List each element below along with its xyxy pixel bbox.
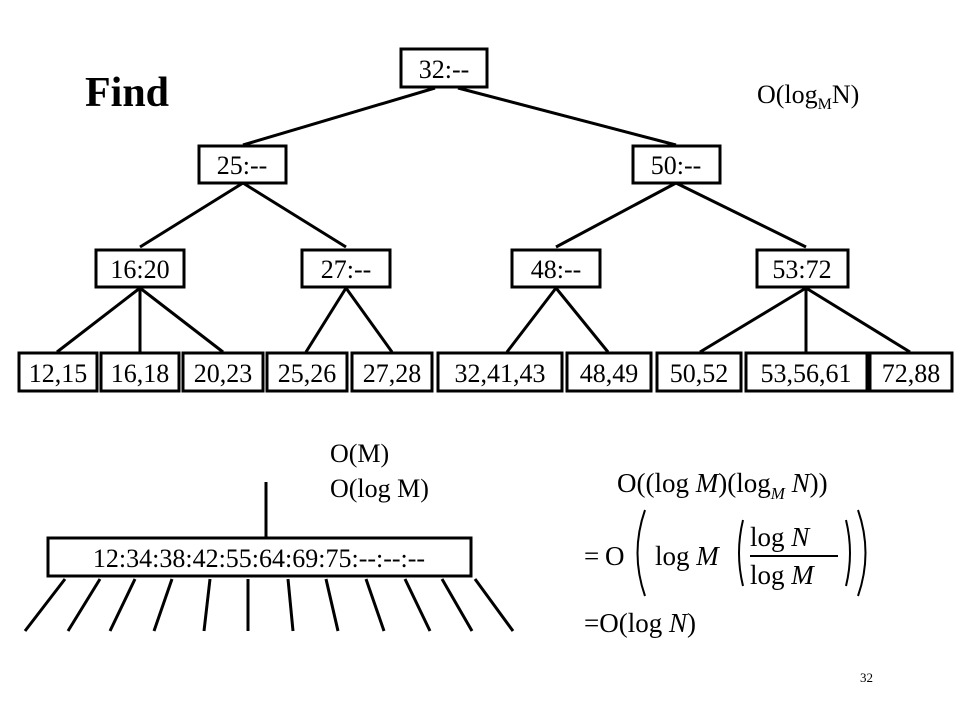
node-box	[510, 248, 602, 289]
node-box	[755, 248, 850, 289]
child-pointer	[403, 578, 432, 632]
derivation-line-2-o: O	[605, 541, 625, 571]
tree-node-root: 32:--	[399, 47, 489, 89]
child-pointers	[23, 578, 515, 632]
child-pointer	[286, 578, 295, 632]
leaf-box	[655, 351, 743, 393]
child-pointer	[440, 578, 474, 632]
leaf-label: 48,49	[580, 359, 639, 388]
mid-left-paren	[738, 519, 744, 587]
fraction-denominator: log M	[750, 560, 815, 590]
child-pointer	[108, 578, 137, 632]
node-label: 53:72	[772, 255, 831, 284]
child-pointer	[23, 578, 67, 632]
leaf-box	[17, 351, 99, 393]
edge	[242, 86, 436, 147]
leaf-label: 32,41,43	[455, 359, 546, 388]
fraction-numerator: log N	[750, 522, 811, 552]
big-left-paren	[636, 509, 646, 597]
leaf-box	[181, 351, 265, 393]
derivation-line-2-log: log M	[655, 541, 720, 571]
derivation-line-3: =O(log N)	[584, 608, 696, 638]
leaf-label: 20,23	[194, 359, 253, 388]
edge	[675, 181, 807, 249]
edge	[56, 286, 141, 354]
complexity-log-label: O(log M)	[330, 474, 429, 503]
edge	[139, 181, 244, 249]
tree-edges	[56, 86, 911, 354]
child-pointer	[473, 578, 515, 632]
node-box	[197, 144, 288, 185]
wide-node-keys: 12:34:38:42:55:64:69:75:--:--:--	[93, 544, 425, 573]
leaf-box	[744, 351, 869, 393]
child-pointer	[324, 578, 340, 632]
edge	[505, 287, 558, 353]
wide-node: 12:34:38:42:55:64:69:75:--:--:--	[46, 536, 473, 578]
edge	[554, 287, 610, 353]
wide-node-box	[46, 536, 473, 578]
leaf-label: 25,26	[278, 359, 337, 388]
complexity-linear-label: O(M)	[330, 439, 389, 468]
child-pointer	[364, 578, 386, 632]
derivation-line-2-eq: =	[584, 541, 599, 571]
edge	[139, 286, 224, 354]
child-pointer	[202, 578, 212, 632]
leaf-label: 72,88	[882, 359, 941, 388]
edge	[242, 181, 347, 249]
node-label: 32:--	[419, 55, 470, 84]
tree-node-level2: 16:20 27:-- 48:-- 53:72	[94, 248, 850, 289]
leaf-label: 50,52	[670, 359, 729, 388]
edge	[457, 86, 677, 147]
child-pointer	[152, 578, 174, 632]
leaf-box	[868, 351, 954, 393]
big-right-paren	[857, 509, 867, 597]
leaf-label: 53,56,61	[761, 359, 852, 388]
leaf-box	[99, 351, 181, 393]
edge	[805, 286, 911, 354]
node-box	[94, 248, 186, 289]
edge	[304, 287, 348, 353]
derivation: O((log M)(logM N)) = O log M log N log M…	[584, 468, 867, 638]
leaf-box	[350, 351, 434, 393]
tree-leaves: 12,15 16,18 20,23 25,26 27,28 32,41,43 4…	[17, 351, 954, 393]
page-number: 32	[860, 670, 873, 685]
derivation-line-1: O((log M)(logM N))	[617, 468, 828, 505]
edge	[344, 287, 394, 353]
node-label: 48:--	[531, 255, 582, 284]
child-pointer	[66, 578, 102, 632]
mid-right-paren	[845, 519, 851, 587]
leaf-label: 16,18	[111, 359, 170, 388]
slide-title: Find	[85, 70, 169, 116]
leaf-box	[436, 351, 564, 393]
node-box	[300, 248, 392, 289]
edge	[555, 181, 677, 249]
tree-node-level1: 25:-- 50:--	[197, 144, 722, 185]
node-label: 50:--	[651, 151, 702, 180]
node-label: 25:--	[217, 151, 268, 180]
tree-complexity-label: O(logMN)	[757, 80, 859, 113]
leaf-box	[565, 351, 653, 393]
edge	[699, 286, 807, 354]
leaf-label: 12,15	[29, 359, 88, 388]
node-box	[631, 144, 722, 185]
node-label: 27:--	[321, 255, 372, 284]
leaf-label: 27,28	[363, 359, 422, 388]
node-label: 16:20	[110, 255, 169, 284]
leaf-box	[265, 351, 349, 393]
node-box	[399, 47, 489, 89]
